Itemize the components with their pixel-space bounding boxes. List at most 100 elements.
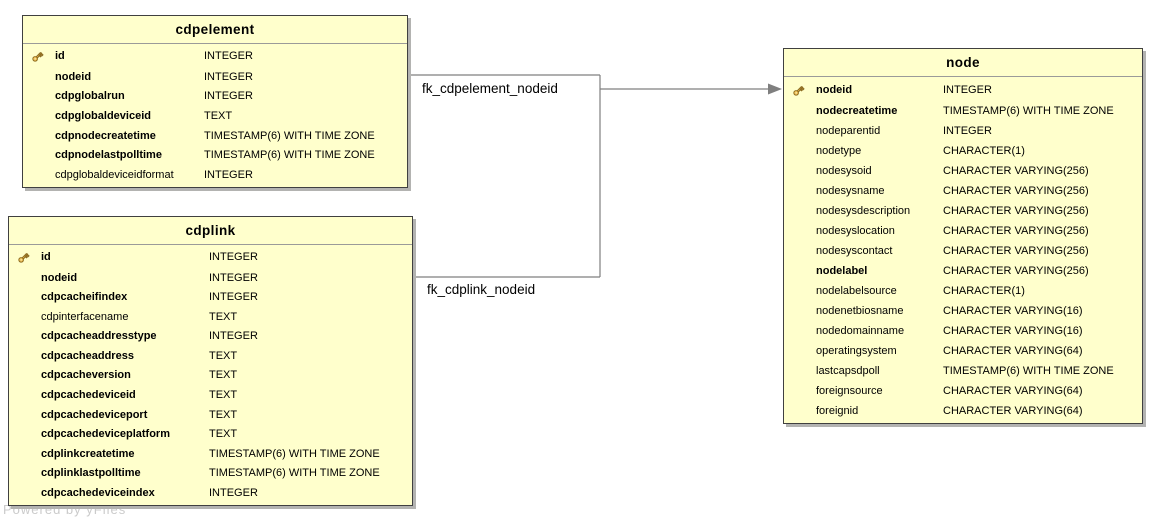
- column-name: foreignsource: [816, 384, 883, 397]
- column-type: CHARACTER VARYING(64): [943, 404, 1083, 417]
- column-name: cdpcachedeviceid: [41, 388, 136, 401]
- column-type: CHARACTER VARYING(256): [943, 184, 1089, 197]
- column-type: TIMESTAMP(6) WITH TIME ZONE: [204, 129, 375, 142]
- arrowhead-icon: [768, 83, 782, 95]
- column-row: cdpcachedeviceplatform TEXT: [9, 429, 412, 440]
- column-type: CHARACTER VARYING(64): [943, 344, 1083, 357]
- column-row: nodesysdescription CHARACTER VARYING(256): [784, 204, 1142, 217]
- column-type: TIMESTAMP(6) WITH TIME ZONE: [209, 467, 380, 480]
- column-type: TEXT: [209, 388, 238, 401]
- column-name: cdpcacheaddresstype: [41, 330, 157, 343]
- column-name: nodesysname: [816, 184, 885, 197]
- column-name: nodecreatetime: [816, 104, 898, 117]
- column-type: CHARACTER VARYING(256): [943, 204, 1089, 217]
- column-type: INTEGER: [209, 486, 258, 499]
- column-name: cdpcacheifindex: [41, 291, 128, 304]
- column-name: cdpcachedeviceport: [41, 408, 148, 421]
- column-name: cdpglobaldeviceid: [55, 109, 151, 122]
- column-row: lastcapsdpoll TIMESTAMP(6) WITH TIME ZONE: [784, 364, 1142, 377]
- column-name: lastcapsdpoll: [816, 364, 880, 377]
- column-row: nodeid INTEGER: [23, 70, 407, 83]
- column-type: TIMESTAMP(6) WITH TIME ZONE: [943, 364, 1114, 377]
- column-type: INTEGER: [204, 90, 253, 103]
- column-name: nodesysoid: [816, 164, 872, 177]
- column-name: nodeid: [55, 70, 92, 83]
- column-name: nodeid: [41, 271, 78, 284]
- column-type: CHARACTER(1): [943, 144, 1025, 157]
- column-row: nodetype CHARACTER(1): [784, 144, 1142, 157]
- column-name: cdpnodelastpolltime: [55, 149, 162, 162]
- column-type: TEXT: [204, 109, 233, 122]
- column-row: id INTEGER: [23, 50, 407, 63]
- column-type: CHARACTER VARYING(16): [943, 304, 1083, 317]
- column-row: nodesyslocation CHARACTER VARYING(256): [784, 224, 1142, 237]
- column-row: cdpglobalrun INTEGER: [23, 91, 407, 102]
- column-name: cdpcacheaddress: [41, 349, 134, 362]
- column-name: nodeid: [816, 83, 853, 96]
- column-type: INTEGER: [943, 124, 992, 137]
- column-type: TEXT: [209, 428, 238, 441]
- column-row: nodesysname CHARACTER VARYING(256): [784, 184, 1142, 197]
- column-type: INTEGER: [204, 168, 253, 181]
- column-name: foreignid: [816, 404, 859, 417]
- column-type: TEXT: [209, 369, 238, 382]
- column-row: cdpnodelastpolltime TIMESTAMP(6) WITH TIM…: [23, 150, 407, 161]
- column-type: CHARACTER VARYING(256): [943, 164, 1089, 177]
- column-type: CHARACTER VARYING(256): [943, 244, 1089, 257]
- column-type: INTEGER: [204, 70, 253, 83]
- column-row: cdpglobaldeviceid TEXT: [23, 109, 407, 122]
- column-type: CHARACTER VARYING(256): [943, 224, 1089, 237]
- column-type: INTEGER: [209, 291, 258, 304]
- column-type: INTEGER: [209, 330, 258, 343]
- column-type: TEXT: [209, 310, 238, 323]
- column-name: cdpglobaldeviceidformat: [55, 168, 174, 181]
- column-row: operatingsystem CHARACTER VARYING(64): [784, 344, 1142, 357]
- column-name: cdplinklastpolltime: [41, 467, 141, 480]
- primary-key-icon: [9, 251, 41, 264]
- column-row: nodesysoid CHARACTER VARYING(256): [784, 164, 1142, 177]
- column-row: cdpcacheifindex INTEGER: [9, 292, 412, 303]
- column-type: TIMESTAMP(6) WITH TIME ZONE: [943, 104, 1114, 117]
- table-title: cdplink: [9, 217, 412, 245]
- column-name: cdpcachedeviceplatform: [41, 428, 170, 441]
- column-type: TIMESTAMP(6) WITH TIME ZONE: [204, 149, 375, 162]
- column-row: cdpinterfacename TEXT: [9, 310, 412, 323]
- column-name: operatingsystem: [816, 344, 897, 357]
- relation-label-fk-cdpelement-nodeid[interactable]: fk_cdpelement_nodeid: [422, 81, 558, 96]
- column-name: nodetype: [816, 144, 862, 157]
- column-row: nodecreatetime TIMESTAMP(6) WITH TIME ZON…: [784, 104, 1142, 117]
- relation-label-fk-cdplink-nodeid[interactable]: fk_cdplink_nodeid: [427, 282, 536, 297]
- column-name: nodesyslocation: [816, 224, 895, 237]
- column-row: cdplinklastpolltime TIMESTAMP(6) WITH TIM…: [9, 468, 412, 479]
- column-name: nodesysdescription: [816, 204, 911, 217]
- column-type: INTEGER: [204, 50, 253, 63]
- column-row: cdpcachedeviceport TEXT: [9, 408, 412, 421]
- column-row: foreignsource CHARACTER VARYING(64): [784, 384, 1142, 397]
- column-type: TEXT: [209, 408, 238, 421]
- column-name: nodelabel: [816, 264, 868, 277]
- column-type: TIMESTAMP(6) WITH TIME ZONE: [209, 447, 380, 460]
- primary-key-icon: [23, 50, 55, 63]
- column-type: CHARACTER(1): [943, 284, 1025, 297]
- column-name: cdpinterfacename: [41, 310, 129, 323]
- column-type: CHARACTER VARYING(64): [943, 384, 1083, 397]
- column-name: id: [55, 50, 65, 63]
- column-name: cdpglobalrun: [55, 90, 125, 103]
